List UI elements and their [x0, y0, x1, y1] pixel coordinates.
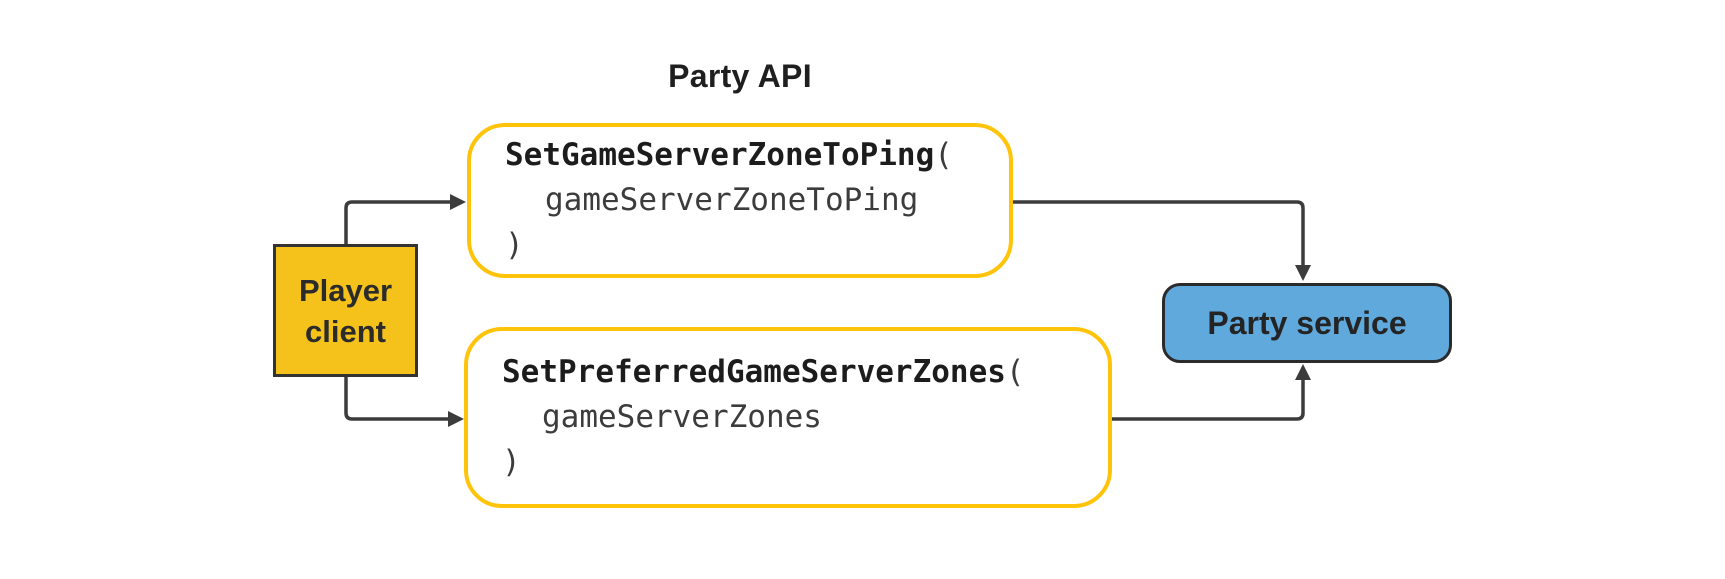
code-line-signature: SetGameServerZoneToPing( — [505, 133, 1009, 178]
code-line-signature: SetPreferredGameServerZones( — [502, 350, 1108, 395]
node-player-client: Player client — [273, 244, 418, 377]
arrow-player-to-set-preferred-zones — [344, 377, 449, 421]
node-api-set-game-server-zone-to-ping: SetGameServerZoneToPing( gameServerZoneT… — [467, 123, 1013, 278]
open-paren: ( — [1005, 354, 1025, 390]
arrowhead-set-zone-to-ping-to-service — [1295, 265, 1311, 281]
code-line-close-paren: ) — [505, 227, 524, 263]
arrow-set-zone-to-ping-to-service — [1013, 200, 1305, 266]
node-party-service: Party service — [1162, 283, 1452, 363]
party-service-label: Party service — [1207, 304, 1407, 341]
node-api-set-preferred-game-server-zones: SetPreferredGameServerZones( gameServerZ… — [464, 327, 1112, 508]
player-client-label-line1: Player — [298, 272, 393, 308]
code-line-param: gameServerZoneToPing — [545, 182, 919, 218]
arrowhead-player-to-set-preferred-zones — [448, 411, 464, 427]
arrowhead-set-preferred-zones-to-service — [1295, 364, 1311, 380]
code-line-close-paren: ) — [502, 444, 521, 480]
function-name: SetGameServerZoneToPing — [505, 137, 935, 173]
player-client-label-line2: client — [305, 313, 386, 349]
diagram-title: Party API — [668, 58, 812, 94]
arrowhead-player-to-set-zone-to-ping — [450, 194, 466, 210]
arrow-player-to-set-zone-to-ping — [344, 200, 451, 244]
function-name: SetPreferredGameServerZones — [502, 354, 1006, 390]
code-block-set-preferred-game-server-zones: SetPreferredGameServerZones( gameServerZ… — [468, 350, 1108, 485]
open-paren: ( — [934, 137, 953, 173]
code-block-set-game-server-zone-to-ping: SetGameServerZoneToPing( gameServerZoneT… — [471, 133, 1009, 268]
code-line-param: gameServerZones — [542, 399, 822, 435]
arrow-set-preferred-zones-to-service — [1112, 379, 1305, 421]
